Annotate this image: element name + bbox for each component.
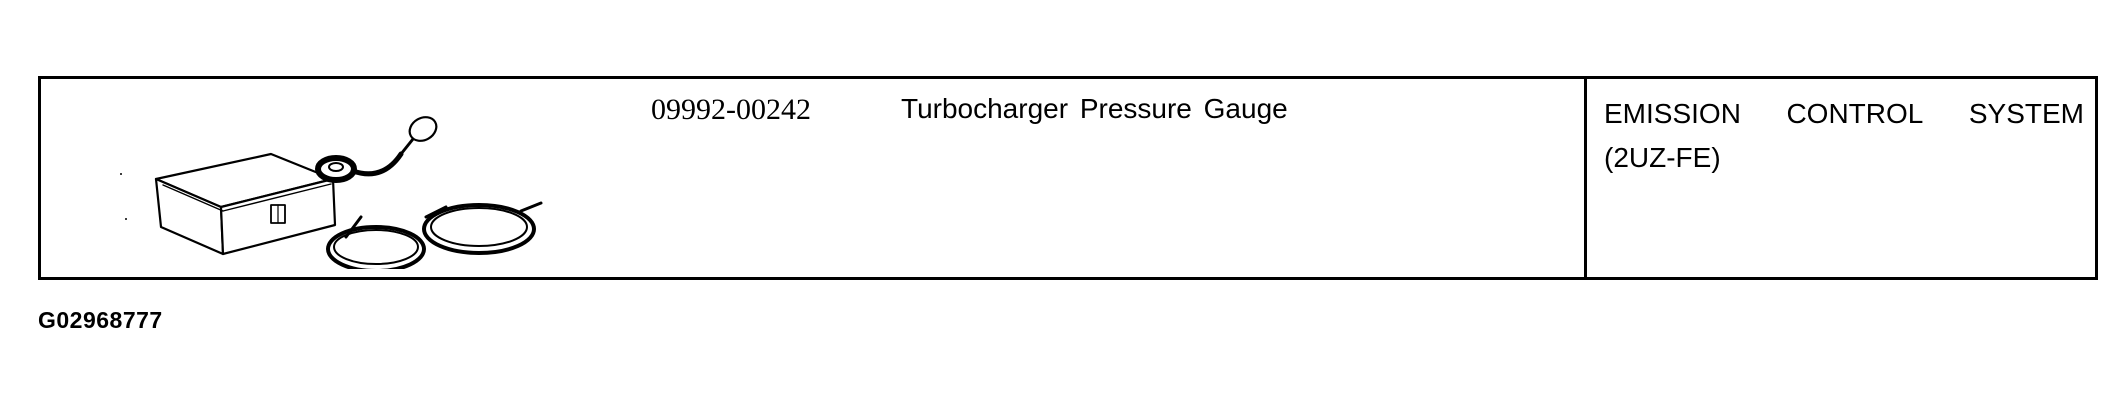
pressure-gauge-kit-illustration (120, 116, 543, 269)
tool-name: Turbocharger Pressure Gauge (901, 93, 1288, 124)
usage-line-1: EMISSION CONTROL SYSTEM (1604, 92, 2084, 136)
usage-word-2: CONTROL (1786, 98, 1924, 129)
usage-word-3: SYSTEM (1968, 98, 2084, 129)
usage-cell: EMISSION CONTROL SYSTEM (2UZ-FE) (1604, 92, 2084, 180)
column-divider (1584, 79, 1587, 277)
sst-table: 09992-00242 Turbocharger Pressure Gauge … (38, 76, 2098, 280)
part-number: 09992-00242 (651, 93, 811, 126)
usage-line-2: (2UZ-FE) (1604, 142, 1721, 173)
figure-code: G02968777 (38, 307, 163, 333)
usage-word-1: EMISSION (1604, 98, 1741, 129)
